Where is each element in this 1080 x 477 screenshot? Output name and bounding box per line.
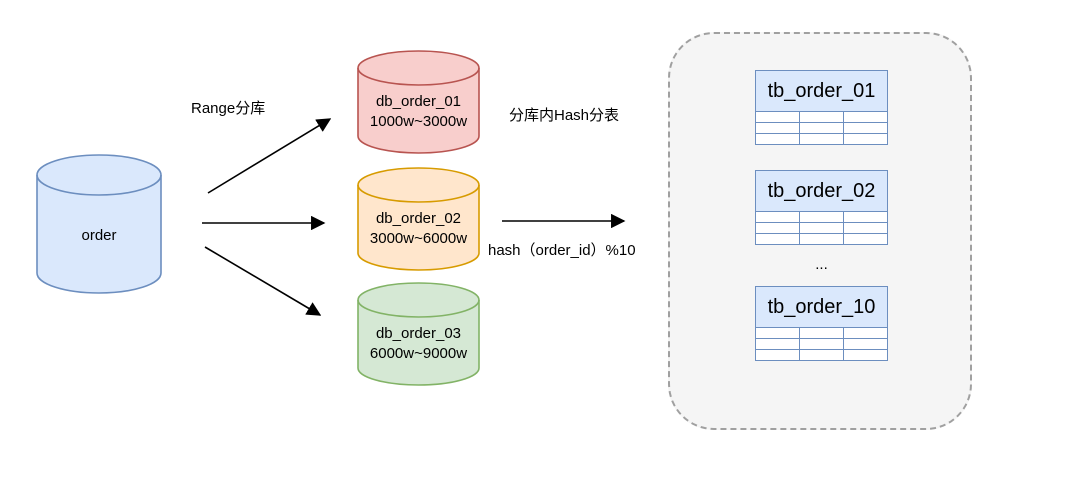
table-title: tb_order_10 [755,286,888,328]
table-cell [800,223,843,233]
table-tb-order-02: tb_order_02 [755,170,888,245]
arrow-order-to-db3 [204,246,322,316]
table-cell [756,350,799,360]
table-cell [756,134,799,144]
arrow-order-to-db1 [207,118,332,194]
table-cell [844,350,887,360]
table-grid [755,212,888,245]
cylinder-label: order [81,227,117,244]
table-cell [756,212,799,222]
table-grid [755,328,888,361]
table-tb-order-01: tb_order_01 [755,70,888,145]
table-title: tb_order_01 [755,70,888,112]
table-cell [756,223,799,233]
table-title: tb_order_02 [755,170,888,212]
table-grid [755,112,888,145]
table-cell [756,123,799,133]
db-name: db_order_03 [375,325,462,342]
table-cell [800,328,843,338]
table-group-container: tb_order_01 tb_order_02 [668,32,972,430]
table-tb-order-10: tb_order_10 [755,286,888,361]
table-cell [756,328,799,338]
db-name: db_order_01 [375,93,462,110]
database-cylinder-order: order [36,154,162,294]
db-range: 6000w~9000w [369,345,468,362]
database-cylinder-db-order-03: db_order_03 6000w~9000w [357,282,480,386]
cylinder-shape [357,50,480,154]
table-cell [800,234,843,244]
cylinder-label: db_order_01 1000w~3000w [357,50,480,154]
table-cell [844,328,887,338]
label-hash-table-sharding: 分库内Hash分表 [509,107,620,124]
cylinder-label: db_order_03 6000w~9000w [357,282,480,386]
table-cell [800,134,843,144]
table-cell [844,223,887,233]
table-cell [800,212,843,222]
table-cell [844,123,887,133]
table-cell [800,339,843,349]
table-cell [844,112,887,122]
table-cell [800,112,843,122]
table-cell [756,234,799,244]
cylinder-shape [357,282,480,386]
table-cell [800,350,843,360]
table-cell [844,134,887,144]
table-cell [756,339,799,349]
cylinder-shape [36,154,162,294]
label-hash-formula: hash（order_id）%10 [488,242,636,259]
db-range: 3000w~6000w [369,230,468,247]
table-cell [844,212,887,222]
table-cell [844,339,887,349]
table-cell [844,234,887,244]
cylinder-label: db_order_02 3000w~6000w [357,167,480,271]
database-cylinder-db-order-02: db_order_02 3000w~6000w [357,167,480,271]
database-cylinder-db-order-01: db_order_01 1000w~3000w [357,50,480,154]
table-cell [800,123,843,133]
label-range-sharding: Range分库 [191,100,266,117]
db-range: 1000w~3000w [369,113,468,130]
tables-ellipsis: ... [815,256,828,273]
cylinder-shape [357,167,480,271]
db-name: db_order_02 [375,210,462,227]
table-cell [756,112,799,122]
